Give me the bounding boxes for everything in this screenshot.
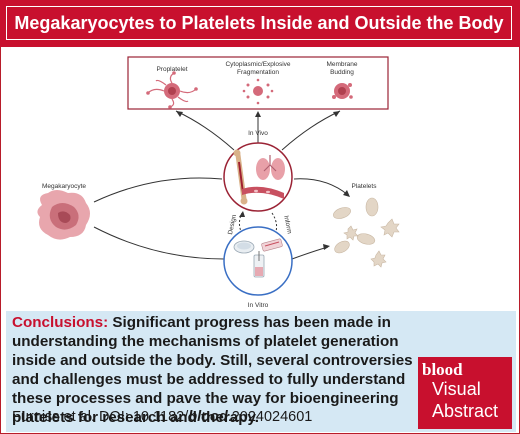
conclusions-heading: Conclusions: — [12, 314, 109, 331]
badge-abstract: Abstract — [432, 401, 499, 421]
arrowhead-platelets-bottom — [323, 244, 330, 250]
petri-dish-icon — [233, 240, 255, 254]
megakaryocyte-icon — [37, 190, 90, 240]
citation-suffix: .2024024601 — [227, 409, 313, 425]
design-label: Design — [227, 214, 238, 236]
proplatelet-label: Proplatelet — [156, 66, 187, 73]
fragmentation-label: Fragmentation — [237, 69, 279, 76]
membrane-label: Membrane — [326, 61, 357, 68]
diagram-svg: Proplatelet Cytoplasmic/Explosive Fragme… — [37, 56, 400, 309]
in-vivo-label: In Vivo — [248, 130, 268, 137]
platelets-icon — [333, 197, 400, 268]
citation-journal: blood — [188, 409, 228, 425]
arrowhead-budding — [333, 111, 340, 117]
title-bar: Megakaryocytes to Platelets Inside and O… — [0, 0, 520, 47]
conclusions-body: Significant progress has been made in un… — [12, 314, 413, 426]
arrow-to-proplatelet — [175, 110, 235, 151]
inform-label: Inform — [282, 215, 293, 234]
blood-logo: blood — [422, 360, 463, 379]
arrowhead-fragmentation — [255, 111, 261, 117]
conclusions-text: Conclusions: Significant progress has be… — [12, 313, 417, 427]
arrow-invitro-to-platelets — [291, 246, 329, 260]
platelets-label: Platelets — [352, 183, 378, 190]
inform-arrow — [271, 212, 278, 238]
proplatelet-icon — [146, 71, 198, 109]
arrowhead-platelets-top — [343, 190, 350, 197]
conclusions-panel: Conclusions: Significant progress has be… — [6, 311, 516, 432]
megakaryocyte-label: Megakaryocyte — [42, 183, 86, 190]
visual-abstract-badge: blood Visual Abstract — [418, 357, 512, 429]
arrow-to-budding — [281, 110, 341, 151]
design-arrow — [238, 212, 245, 238]
citation-prefix: Furniss et al. DOI: 10.1182/ — [12, 409, 189, 425]
arrow-mk-to-invivo — [93, 177, 223, 203]
arrowhead-proplatelet — [176, 111, 183, 117]
arrow-mk-to-invitro — [93, 226, 225, 260]
arrow-invivo-to-platelets — [293, 178, 349, 196]
bioreactor-icon — [253, 251, 265, 278]
figure-title: Megakaryocytes to Platelets Inside and O… — [6, 6, 512, 40]
diagram-panel: Proplatelet Cytoplasmic/Explosive Fragme… — [6, 47, 514, 310]
microfluidic-chip-icon — [261, 238, 283, 252]
fragmentation-icon — [242, 78, 274, 105]
citation: Furniss et al. DOI: 10.1182/blood.202402… — [12, 409, 312, 425]
budding-label: Budding — [330, 69, 354, 76]
blood-vessel-icon — [242, 186, 284, 199]
design-arrowhead — [239, 211, 245, 217]
budding-icon — [332, 83, 353, 99]
badge-visual: Visual — [432, 379, 481, 399]
lungs-icon — [256, 155, 285, 180]
in-vitro-label: In Vitro — [248, 302, 269, 309]
cytoplasmic-label: Cytoplasmic/Explosive — [225, 61, 290, 68]
